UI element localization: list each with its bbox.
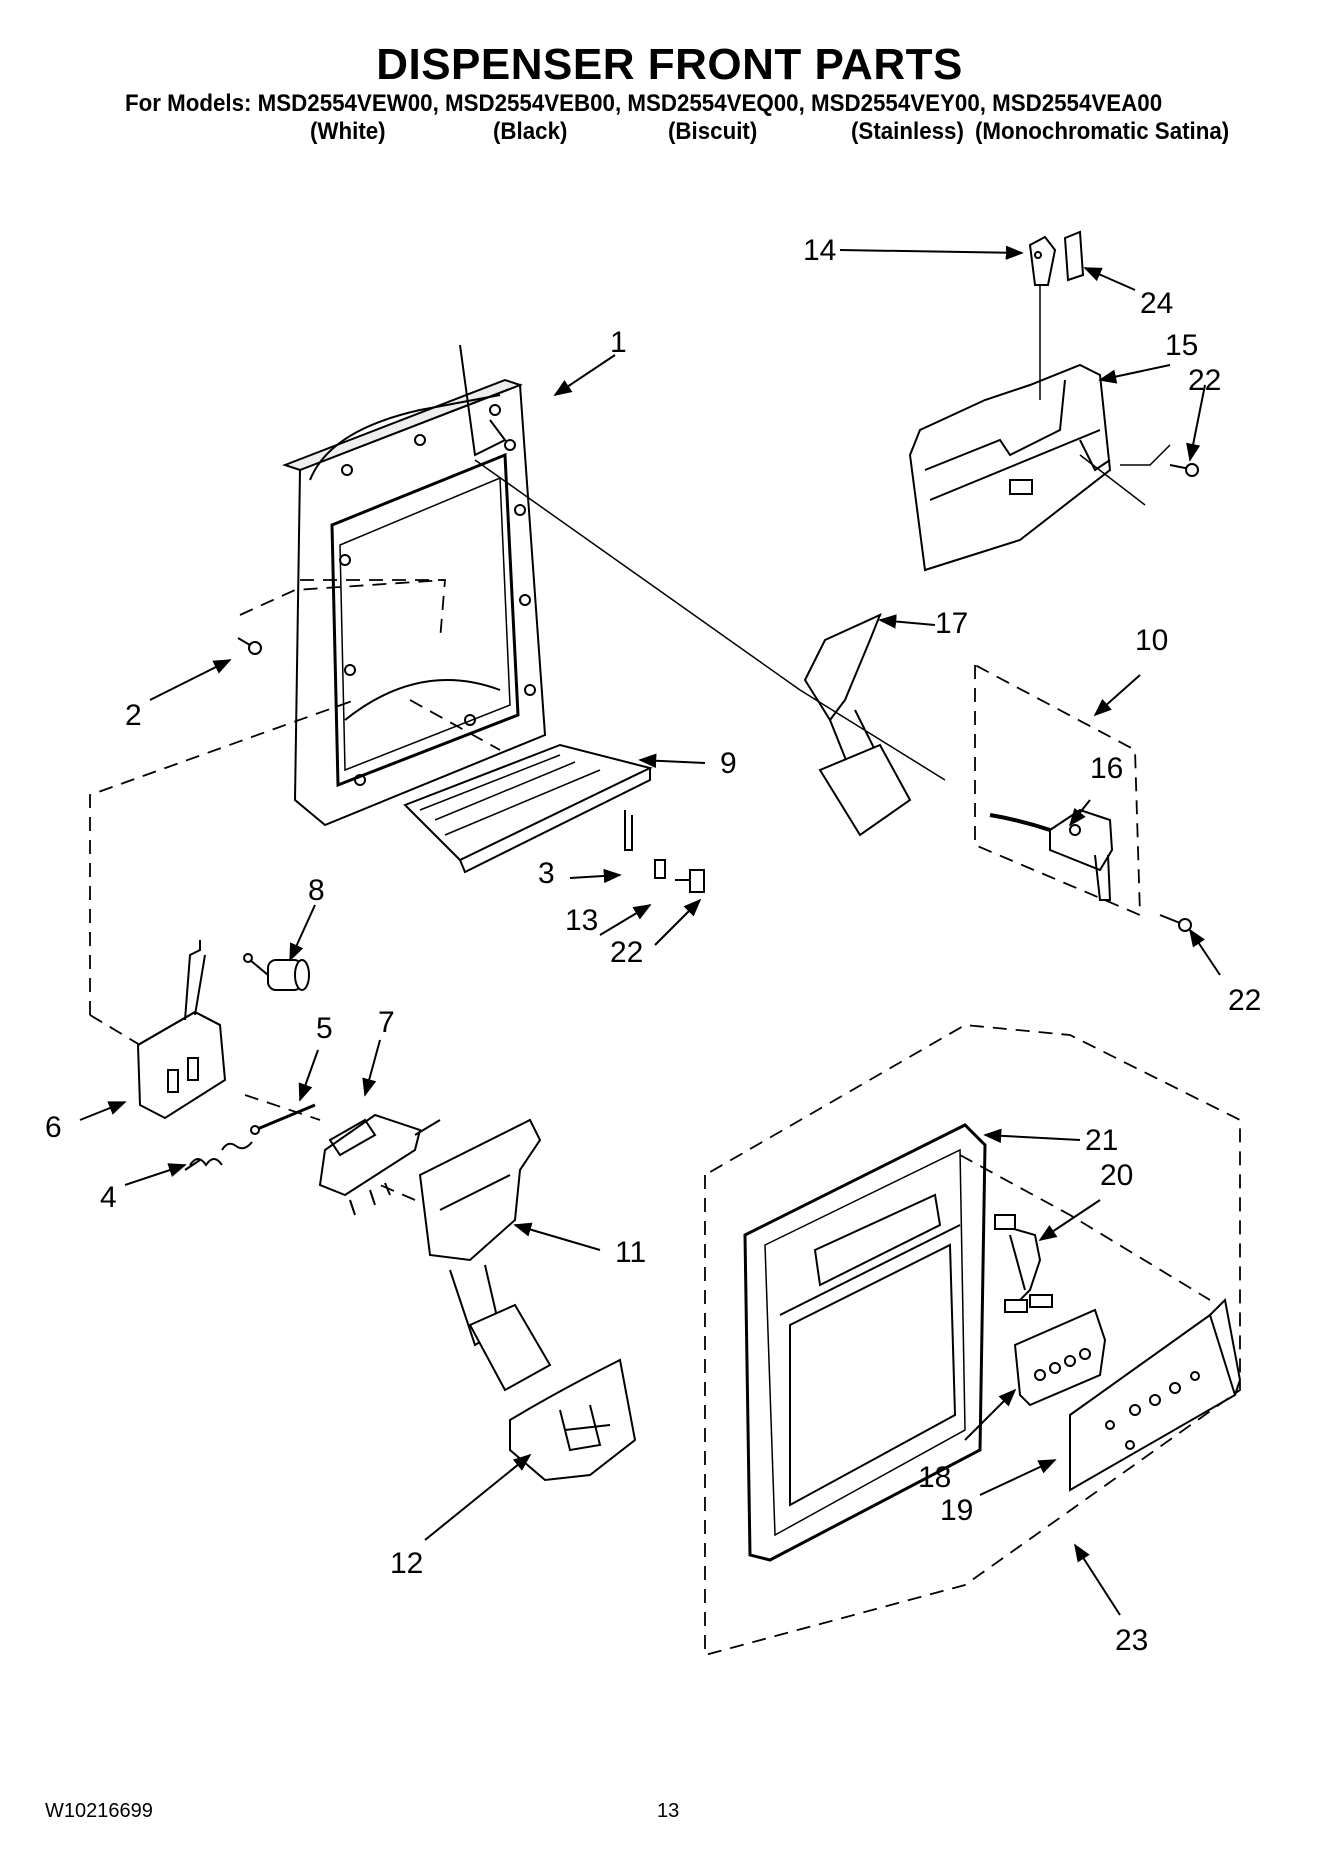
callout-2: 2 bbox=[125, 699, 142, 732]
callout-19: 19 bbox=[940, 1494, 973, 1527]
group-10-box bbox=[974, 663, 1141, 917]
callout-15: 15 bbox=[1165, 329, 1198, 362]
module-part bbox=[136, 940, 227, 1120]
color-biscuit: (Biscuit) bbox=[668, 118, 758, 145]
callout-22-top: 22 bbox=[1188, 364, 1221, 397]
front-panel-part bbox=[743, 1123, 987, 1562]
callout-11: 11 bbox=[615, 1236, 646, 1269]
callout-6: 6 bbox=[45, 1111, 62, 1144]
bracket-part bbox=[908, 363, 1112, 572]
color-black: (Black) bbox=[493, 118, 568, 145]
callout-9: 9 bbox=[720, 747, 737, 780]
callout-24: 24 bbox=[1140, 287, 1173, 320]
screws bbox=[237, 463, 1199, 932]
callout-22-center: 22 bbox=[610, 936, 643, 969]
callout-20: 20 bbox=[1100, 1159, 1133, 1192]
solenoid-part bbox=[243, 953, 310, 991]
water-paddle-part bbox=[803, 613, 912, 837]
color-monochromatic-satina: (Monochromatic Satina) bbox=[975, 118, 1230, 145]
color-white: (White) bbox=[310, 118, 386, 145]
models-line: For Models: MSD2554VEW00, MSD2554VEB00, … bbox=[125, 90, 1163, 117]
callout-21: 21 bbox=[1085, 1124, 1118, 1157]
callout-4: 4 bbox=[100, 1181, 117, 1214]
callout-13: 13 bbox=[565, 904, 598, 937]
sensor-part bbox=[989, 808, 1114, 901]
group-23-box bbox=[704, 1024, 1241, 1657]
control-board-part bbox=[1013, 1308, 1107, 1407]
callout-1: 1 bbox=[610, 326, 627, 359]
page-title: DISPENSER FRONT PARTS bbox=[376, 40, 963, 89]
callout-23: 23 bbox=[1115, 1624, 1148, 1657]
ice-chute-part bbox=[509, 1358, 637, 1482]
callout-12: 12 bbox=[390, 1547, 423, 1580]
housing-part bbox=[282, 344, 547, 827]
small-clips bbox=[624, 810, 705, 893]
page-number: 13 bbox=[657, 1800, 680, 1822]
callout-14: 14 bbox=[803, 234, 836, 267]
callout-numbers: 1 2 3 4 5 6 7 8 9 10 11 12 13 14 15 16 1… bbox=[45, 234, 1261, 1657]
color-stainless: (Stainless) bbox=[851, 118, 964, 145]
drip-tray-part bbox=[403, 743, 653, 874]
callout-7: 7 bbox=[378, 1006, 395, 1039]
callout-3: 3 bbox=[538, 857, 555, 890]
callout-18: 18 bbox=[918, 1461, 951, 1494]
callout-16: 16 bbox=[1090, 752, 1123, 785]
callout-17: 17 bbox=[935, 607, 968, 640]
callout-5: 5 bbox=[316, 1012, 333, 1045]
callout-22-right: 22 bbox=[1228, 984, 1261, 1017]
wire-harness-part bbox=[994, 1214, 1053, 1313]
callout-10: 10 bbox=[1135, 624, 1168, 657]
switch-part bbox=[1028, 230, 1085, 286]
spring-part bbox=[184, 1141, 253, 1171]
document-number: W10216699 bbox=[45, 1800, 153, 1822]
pin-part bbox=[250, 1103, 316, 1135]
callout-8: 8 bbox=[308, 874, 325, 907]
switch-bracket-part bbox=[318, 1113, 441, 1216]
ice-paddle-part bbox=[418, 1118, 552, 1392]
overlay-part bbox=[1069, 1297, 1242, 1492]
